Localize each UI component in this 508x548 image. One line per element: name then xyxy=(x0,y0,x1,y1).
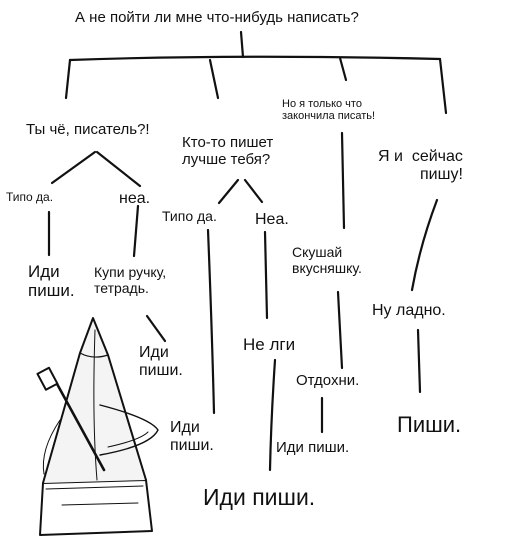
connector xyxy=(132,204,140,258)
connector xyxy=(416,328,422,394)
buy-pen: Купи ручку, тетрадь. xyxy=(94,264,167,296)
write: Пиши. xyxy=(397,412,462,437)
eat-snack: Скушай вкусняшку. xyxy=(292,244,362,276)
someone-better-question: Кто-то пишет лучше тебя? xyxy=(182,134,274,168)
connector xyxy=(336,290,344,370)
dont-lie: Не лги xyxy=(243,335,296,354)
connector xyxy=(268,358,277,472)
answer-nope: неа. xyxy=(119,190,151,207)
connector xyxy=(64,58,72,100)
answer-yeah-2: Типо да. xyxy=(162,208,217,224)
writing-now: Я и сейчас пишу! xyxy=(378,148,463,183)
connector xyxy=(208,58,220,100)
connector xyxy=(95,150,142,188)
connector xyxy=(263,230,269,320)
root-question: А не пойти ли мне что-нибудь написать? xyxy=(75,9,359,26)
connector xyxy=(338,56,348,82)
connector xyxy=(50,150,97,185)
writer-question: Ты чё, писатель?! xyxy=(26,121,150,138)
connector xyxy=(217,178,240,205)
ok-then: Ну ладно. xyxy=(372,302,446,319)
connector xyxy=(206,228,216,415)
go-write-4: Иди пиши. xyxy=(276,439,350,456)
connector xyxy=(239,30,245,59)
connector xyxy=(410,198,439,292)
go-write-big: Иди пиши. xyxy=(203,484,316,510)
go-write-3: Иди пиши. xyxy=(170,419,214,454)
go-write-2: Иди пиши. xyxy=(139,344,183,379)
connector xyxy=(438,57,448,115)
connector xyxy=(340,131,346,230)
metronome-illustration xyxy=(36,317,159,536)
rest: Отдохни. xyxy=(296,372,360,389)
answer-nope-2: Неа. xyxy=(255,211,289,228)
answer-yeah: Типо да. xyxy=(6,190,54,204)
go-write-1: Иди пиши. xyxy=(28,262,75,301)
connector xyxy=(243,178,264,204)
connector xyxy=(145,314,167,343)
just-finished: Но я только что закончила писать! xyxy=(282,98,376,123)
connector xyxy=(68,55,442,62)
